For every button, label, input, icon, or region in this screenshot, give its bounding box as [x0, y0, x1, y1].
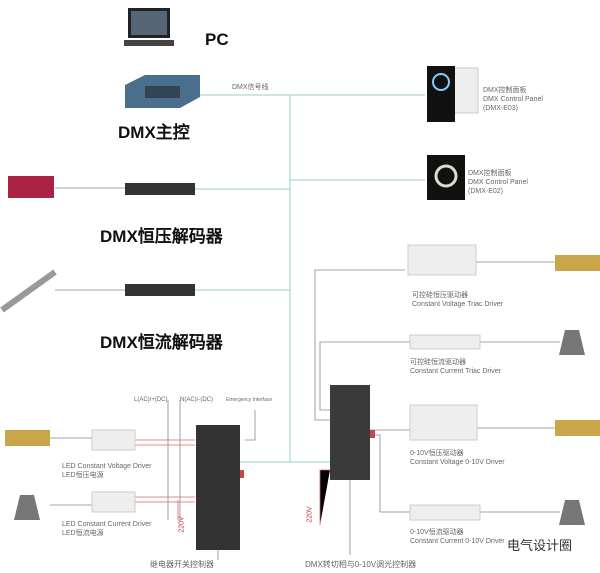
driver-box-icons	[91, 244, 481, 521]
control-panel-icons	[427, 66, 479, 200]
watermark: 电气设计圈	[505, 538, 575, 553]
dmx-signal-line-label: DMX信号线	[232, 84, 269, 91]
cv-decoder-label: DMX恒压解码器	[100, 227, 223, 246]
dmx-master-device-icon	[125, 75, 200, 108]
relay-controller-label: 继电器开关控制器	[150, 560, 214, 569]
pc-label: PC	[205, 30, 229, 49]
dimmer-controller-icon	[330, 385, 375, 480]
l-terminal-label: L(AC)/+(DC)	[134, 397, 168, 403]
n-terminal-label: N(AC)/-(DC)	[180, 397, 213, 403]
pc-icon	[124, 8, 174, 46]
power-lines	[135, 439, 330, 525]
decoder-icons	[0, 176, 195, 313]
dimmer-voltage-label: 220V	[306, 506, 314, 523]
light-fixture-icons	[5, 255, 600, 525]
dimmer-controller-label: DMX转切相与0-10V调光控制器	[305, 560, 417, 569]
dmx-master-label: DMX主控	[118, 123, 190, 142]
emergency-interface-label: Emergency Interface	[226, 397, 273, 403]
dmx-bus	[195, 94, 425, 463]
relay-voltage-label: 220V	[178, 516, 186, 533]
driver-lines	[50, 187, 560, 560]
cc-decoder-label: DMX恒流解码器	[100, 333, 223, 352]
relay-controller-icon	[196, 425, 244, 550]
